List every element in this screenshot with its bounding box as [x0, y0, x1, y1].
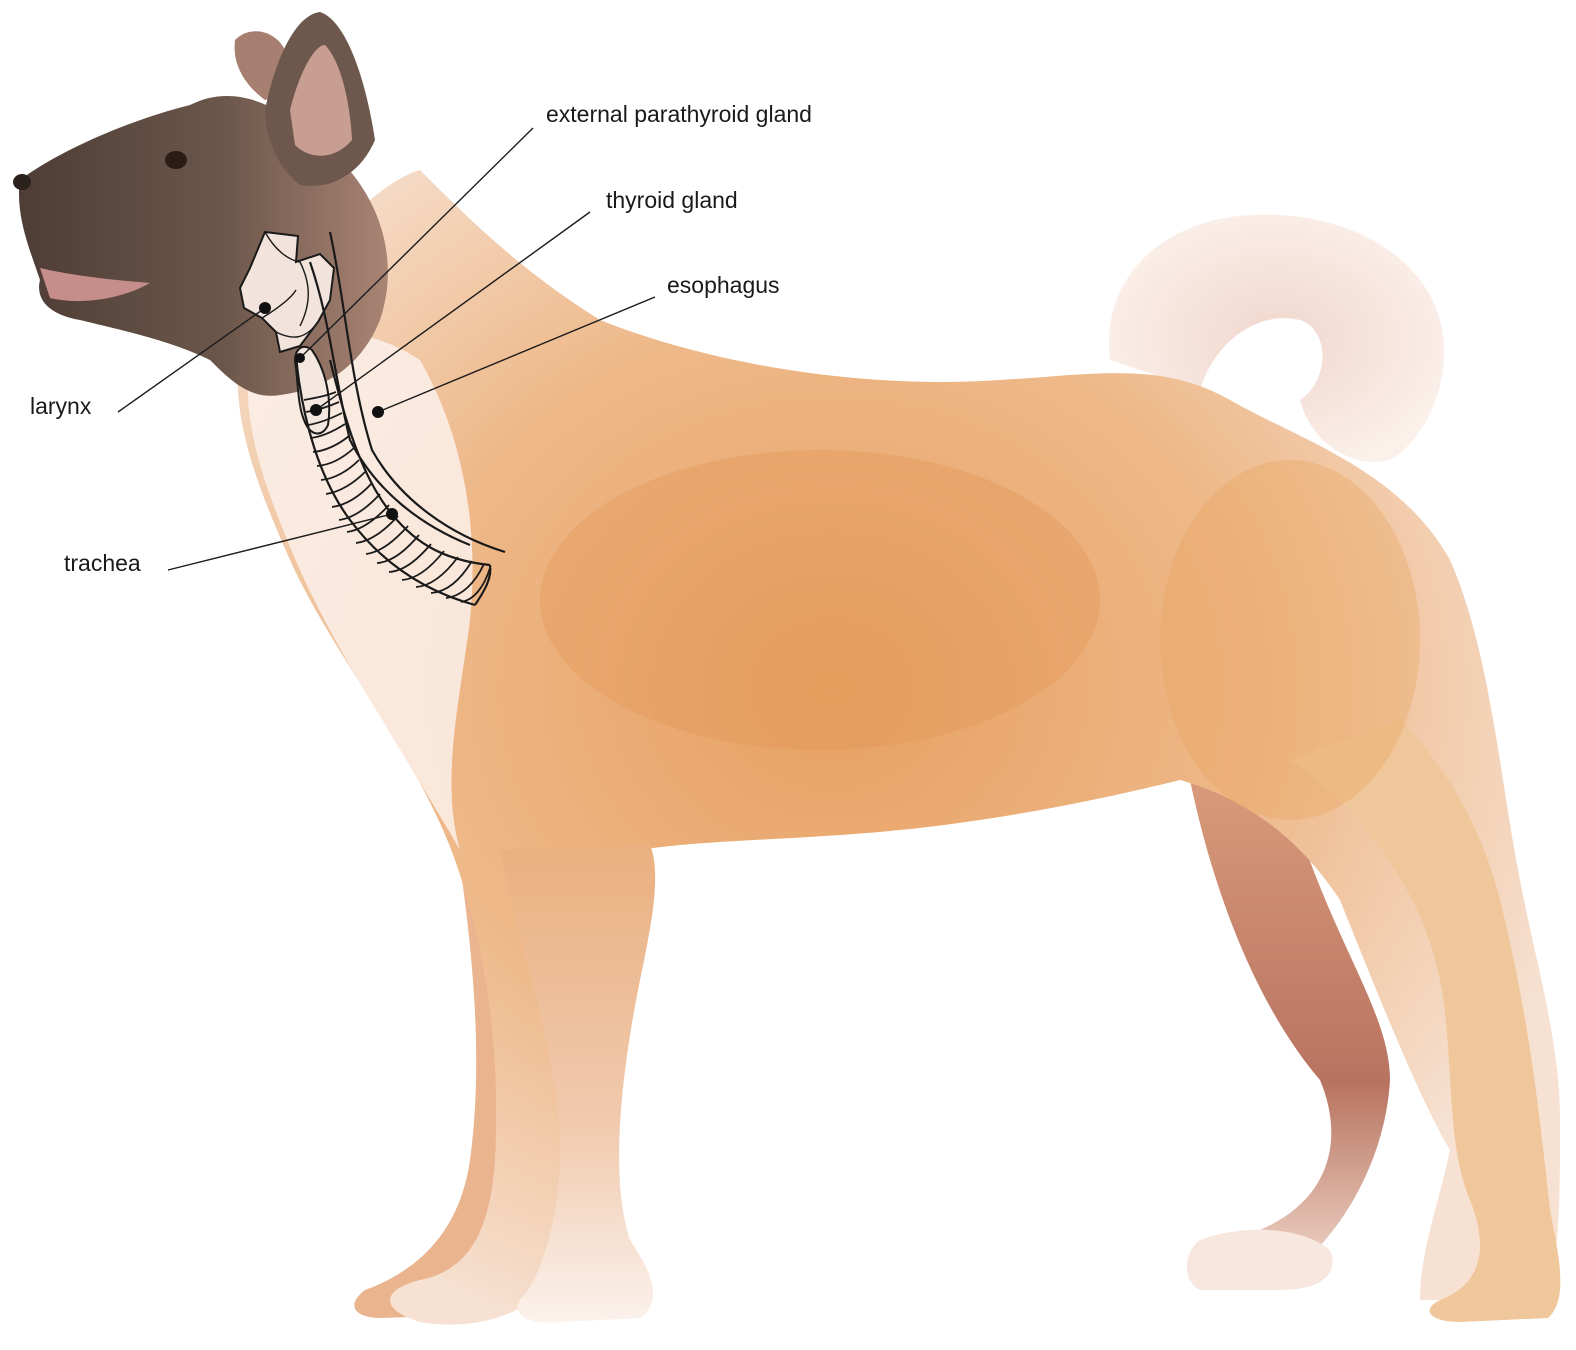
dot-thyroid	[310, 404, 322, 416]
dog-eye	[165, 151, 187, 169]
dot-esophagus	[372, 406, 384, 418]
label-esophagus: esophagus	[667, 272, 780, 298]
label-larynx: larynx	[30, 393, 92, 419]
dot-external-parathyroid	[295, 353, 305, 363]
dot-trachea	[386, 508, 398, 520]
label-external-parathyroid-gland: external parathyroid gland	[546, 101, 812, 127]
dot-larynx	[259, 302, 271, 314]
dog-hip-shading	[1160, 460, 1420, 820]
dog-near-hind-paw	[1187, 1230, 1333, 1290]
dog-illustration	[13, 12, 1560, 1325]
label-trachea: trachea	[64, 550, 141, 576]
dog-flank-shading	[540, 450, 1100, 750]
dog-nose	[13, 174, 31, 190]
label-thyroid-gland: thyroid gland	[606, 187, 738, 213]
